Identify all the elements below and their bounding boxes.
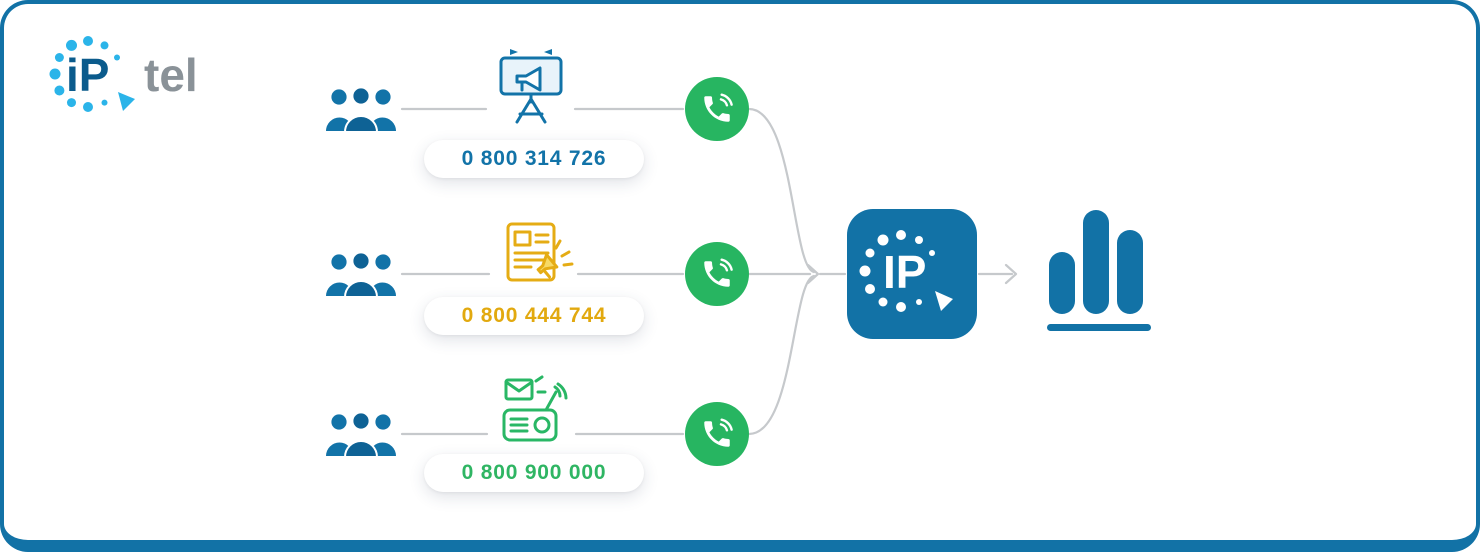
hub-ip-text: IP bbox=[883, 246, 926, 298]
phone-call-icon bbox=[685, 77, 749, 141]
logo-tel-text: tel bbox=[144, 49, 198, 101]
iptel-app-icon: IP bbox=[847, 209, 977, 344]
phone-call-icon bbox=[685, 402, 749, 466]
people-group-icon bbox=[324, 86, 398, 137]
people-group-icon bbox=[324, 411, 398, 462]
hub-dots-ring-icon bbox=[859, 230, 935, 312]
brand-logo-graphic: iP tel bbox=[49, 36, 198, 112]
phone-call-icon bbox=[685, 242, 749, 306]
newspaper-ad-icon bbox=[492, 210, 576, 299]
bar-chart-icon bbox=[1047, 202, 1167, 339]
phone-number-badge: 0 800 444 744 bbox=[424, 297, 644, 335]
billboard-megaphone-icon bbox=[489, 44, 573, 133]
phone-number: 0 800 314 726 bbox=[461, 147, 607, 170]
phone-number: 0 800 900 000 bbox=[461, 461, 607, 484]
radio-broadcast-icon bbox=[490, 368, 574, 457]
logo-dots-ring-icon bbox=[49, 36, 120, 112]
phone-number-badge: 0 800 900 000 bbox=[424, 454, 644, 492]
people-group-icon bbox=[324, 251, 398, 302]
phone-number-badge: 0 800 314 726 bbox=[424, 140, 644, 178]
hub-cursor-icon bbox=[935, 291, 953, 311]
logo-cursor-icon bbox=[118, 92, 135, 111]
logo-ip-text: iP bbox=[66, 49, 109, 101]
phone-number: 0 800 444 744 bbox=[461, 304, 607, 327]
brand-logo: iP tel bbox=[38, 28, 238, 127]
connector-lines bbox=[400, 107, 1018, 436]
